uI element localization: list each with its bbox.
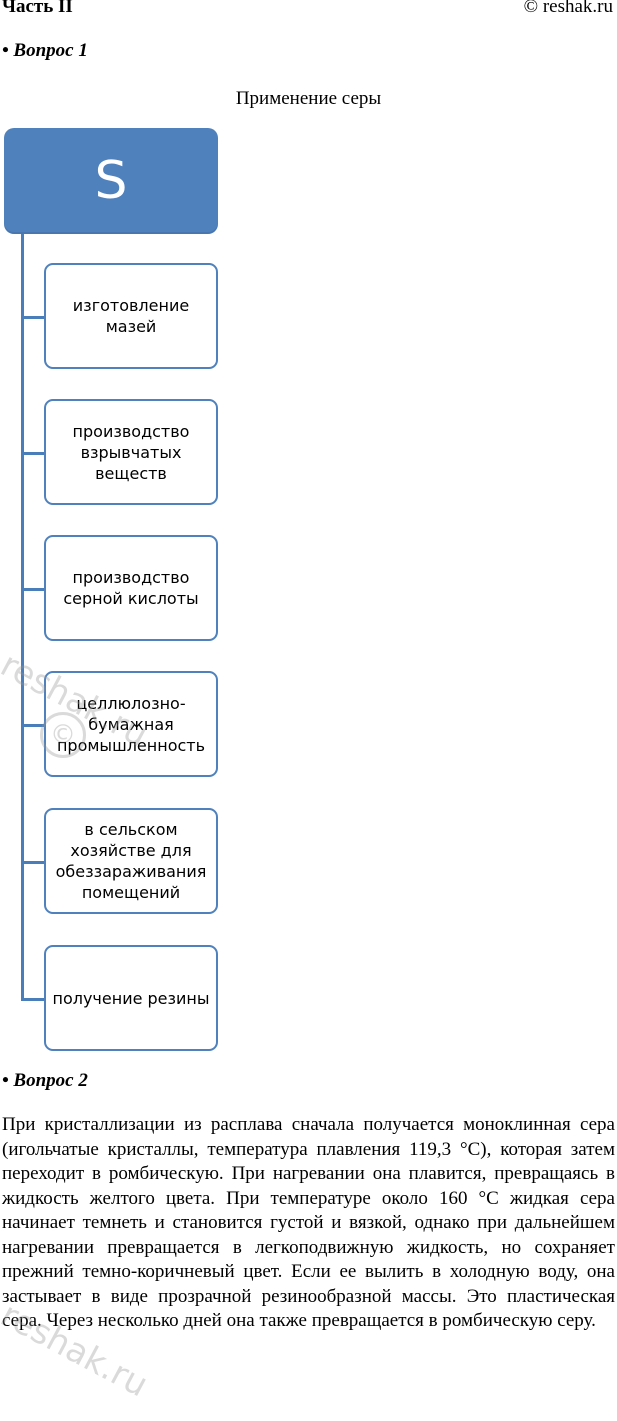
diagram-item-ointments: изготовление мазей [44, 263, 218, 369]
diagram-branch-line [21, 724, 45, 727]
diagram-item-agriculture: в сельском хозяйстве для обеззараживания… [44, 808, 218, 914]
diagram-trunk-line [21, 234, 24, 1000]
diagram-branch-line [21, 861, 45, 864]
copyright-text: © reshak.ru [523, 0, 613, 17]
diagram-title: Применение серы [235, 88, 382, 109]
diagram-branch-line [21, 452, 45, 455]
diagram-item-sulfuric-acid: производство серной кислоты [44, 535, 218, 641]
diagram-item-rubber: получение резины [44, 945, 218, 1051]
diagram-branch-line [21, 588, 45, 591]
part-heading: Часть II [2, 0, 73, 17]
answer-paragraph: При кристаллизации из расплава сначала п… [2, 1114, 615, 1331]
question-1-heading: • Вопрос 1 [2, 40, 88, 61]
diagram-item-explosives: производство взрывчатых веществ [44, 399, 218, 505]
diagram-root-label: S [94, 151, 128, 211]
question-2-heading: • Вопрос 2 [2, 1070, 88, 1091]
diagram-branch-line [21, 316, 45, 319]
diagram-root-box: S [4, 128, 218, 234]
watermark-copyright-icon: © [40, 712, 86, 758]
diagram-branch-line [21, 998, 45, 1001]
